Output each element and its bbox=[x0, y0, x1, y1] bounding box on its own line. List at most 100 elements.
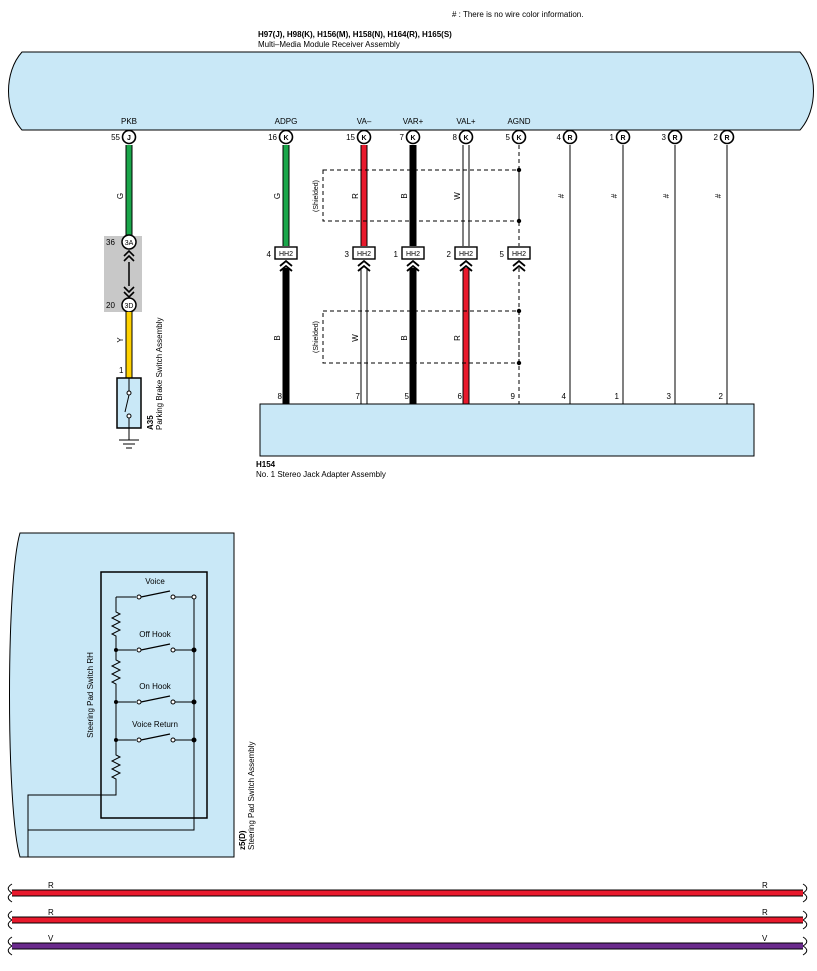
hh2-arrow-icon bbox=[279, 259, 293, 272]
hh2-label: HH2 bbox=[459, 251, 473, 258]
lower-wire-color: R bbox=[453, 335, 462, 341]
junction-dot bbox=[192, 700, 196, 704]
shield-upper bbox=[322, 167, 522, 224]
terminal-signal-label: VAR+ bbox=[403, 117, 424, 126]
lower-wire-color: B bbox=[273, 335, 282, 340]
junction-dot bbox=[192, 648, 196, 652]
terminal-pin-circle bbox=[667, 129, 683, 145]
cable-break-left-icon bbox=[7, 883, 13, 903]
hh2-pin-number: 5 bbox=[500, 250, 505, 259]
switch-contact bbox=[170, 647, 176, 653]
upper-wire-color: R bbox=[351, 193, 360, 199]
switch-contact bbox=[136, 737, 142, 743]
terminal-connector-letter: R bbox=[567, 135, 572, 142]
brake-name: Parking Brake Switch Assembly bbox=[155, 318, 164, 431]
steering-pad-switch-rh-body bbox=[100, 571, 208, 819]
hh2-label: HH2 bbox=[279, 251, 293, 258]
hh2-label: HH2 bbox=[406, 251, 420, 258]
hh2-connector-box bbox=[507, 246, 531, 260]
terminal-connector-letter: R bbox=[620, 135, 625, 142]
terminal-pin-circle bbox=[458, 129, 474, 145]
switch-contact bbox=[170, 594, 176, 600]
cable-right-color: R bbox=[762, 881, 768, 890]
terminal-signal-label: PKB bbox=[121, 117, 137, 126]
jack-code: H154 bbox=[256, 460, 276, 469]
receiver-assembly-body bbox=[8, 51, 814, 131]
receiver-name: Multi–Media Module Receiver Assembly bbox=[258, 40, 400, 49]
terminal-connector-letter: K bbox=[410, 135, 415, 142]
hh2-label: HH2 bbox=[512, 251, 526, 258]
upper-wire-color: # bbox=[557, 193, 566, 198]
yellow-wire-color: Y bbox=[116, 337, 125, 343]
jack-pin-number: 5 bbox=[405, 392, 410, 401]
jack-pin-number: 4 bbox=[562, 392, 567, 401]
terminal-pin-circle bbox=[356, 129, 372, 145]
switch-blade bbox=[140, 733, 171, 741]
terminal-connector-letter: R bbox=[724, 135, 729, 142]
steering-inner-name: Steering Pad Switch RH bbox=[86, 652, 95, 738]
steering-code: z5(D) bbox=[238, 830, 247, 850]
steering-switch-label: Off Hook bbox=[139, 630, 171, 639]
cable-break-right-icon bbox=[802, 910, 808, 930]
terminal-connector-letter: J bbox=[127, 135, 131, 142]
junction-top-conn: 3A bbox=[125, 240, 134, 247]
upper-wire-color: G bbox=[273, 193, 282, 199]
cable-break-right-icon bbox=[802, 883, 808, 903]
upper-wire-color: # bbox=[662, 193, 671, 198]
terminal-pin-circle bbox=[562, 129, 578, 145]
hh2-arrow-icon bbox=[406, 259, 420, 272]
terminal-pin-number: 1 bbox=[610, 133, 615, 142]
cable-break-left-icon bbox=[7, 910, 13, 930]
hh2-arrow-icon bbox=[357, 259, 371, 272]
jack-pin-number: 8 bbox=[278, 392, 283, 401]
steering-switch-label: Voice bbox=[145, 577, 165, 586]
junction-down-arrow-icon bbox=[123, 286, 135, 299]
terminal-connector-letter: R bbox=[672, 135, 677, 142]
junction-top-pin: 36 bbox=[106, 238, 115, 247]
cable-left-color: V bbox=[48, 934, 54, 943]
cable-right-color: R bbox=[762, 908, 768, 917]
jack-name: No. 1 Stereo Jack Adapter Assembly bbox=[256, 470, 386, 479]
hh2-connector-box bbox=[401, 246, 425, 260]
lower-wires bbox=[282, 268, 520, 404]
hh2-connector-box bbox=[454, 246, 478, 260]
terminal-pin-number: 8 bbox=[453, 133, 458, 142]
cable-break-left-icon bbox=[7, 936, 13, 956]
terminal-signal-label: VAL+ bbox=[456, 117, 476, 126]
junction-bottom-conn: 3D bbox=[125, 303, 134, 310]
hh2-pin-number: 1 bbox=[394, 250, 399, 259]
junction-top-conn-circle bbox=[121, 234, 137, 250]
steering-switch-label: Voice Return bbox=[132, 720, 178, 729]
junction-dot bbox=[114, 648, 118, 652]
cable-right-color: V bbox=[762, 934, 768, 943]
jack-pin-number: 3 bbox=[667, 392, 672, 401]
terminal-connector-letter: K bbox=[516, 135, 521, 142]
switch-contact bbox=[191, 594, 197, 600]
hh2-arrow-icon bbox=[512, 259, 526, 272]
junction-connector-block bbox=[104, 236, 142, 312]
switch-blade bbox=[140, 643, 171, 651]
cable-left-color: R bbox=[48, 881, 54, 890]
hh2-arrow-icon bbox=[459, 259, 473, 272]
steering-switch-circuit bbox=[27, 596, 195, 857]
junction-dot bbox=[114, 738, 118, 742]
hh2-pin-number: 4 bbox=[267, 250, 272, 259]
switch-contact bbox=[170, 737, 176, 743]
terminal-pin-circle bbox=[121, 129, 137, 145]
junction-bottom-pin: 20 bbox=[106, 301, 115, 310]
hh2-connector-box bbox=[352, 246, 376, 260]
switch-blade bbox=[140, 590, 171, 598]
terminal-pin-circle bbox=[719, 129, 735, 145]
junction-dot bbox=[192, 738, 196, 742]
upper-wire-color: B bbox=[400, 193, 409, 198]
junction-up-arrow-icon bbox=[123, 249, 135, 262]
no-wire-color-note: # : There is no wire color information. bbox=[452, 10, 583, 19]
terminal-pin-number: 2 bbox=[714, 133, 719, 142]
steering-switch-label: On Hook bbox=[139, 682, 172, 691]
